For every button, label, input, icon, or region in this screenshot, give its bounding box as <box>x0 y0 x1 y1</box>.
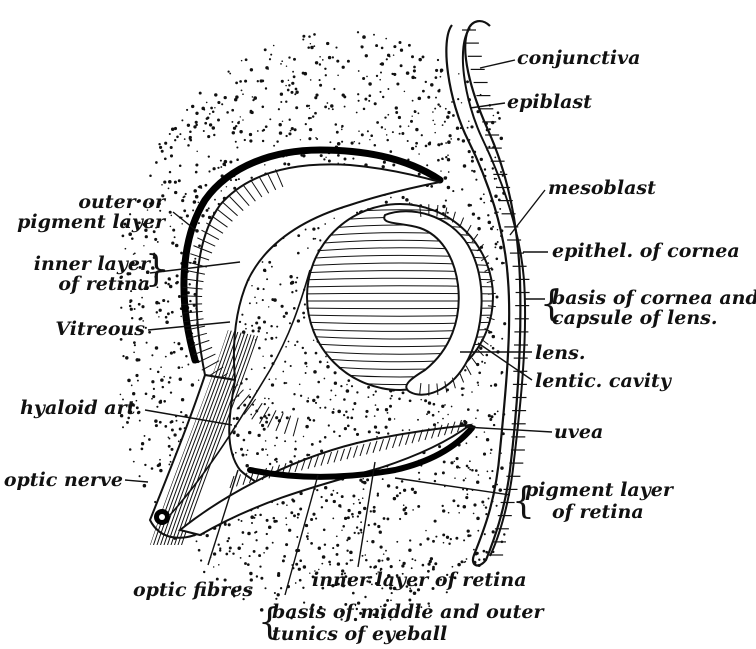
brace-basis-cornea: { <box>540 287 563 323</box>
label-outer-pigment-1: outer or <box>40 192 165 212</box>
label-mesoblast: mesoblast <box>548 178 656 198</box>
label-lens: lens. <box>535 343 585 363</box>
label-inner-retina-bottom: inner layer of retina <box>312 570 527 590</box>
label-pigment-retina-2: of retina <box>552 502 644 522</box>
label-pigment-retina-1: pigment layer <box>525 480 673 500</box>
label-epiblast: epiblast <box>507 92 592 112</box>
label-inner-retina-1: inner layer <box>10 254 150 274</box>
label-basis-cornea-1: basis of cornea and <box>552 288 756 308</box>
brace-pigment-retina: { <box>512 484 535 520</box>
label-inner-retina-2: of retina <box>10 274 150 294</box>
label-optic-nerve: optic nerve <box>0 470 123 490</box>
label-uvea: uvea <box>554 422 603 442</box>
label-basis-middle-2: tunics of eyeball <box>272 624 447 644</box>
label-lentic-cavity: lentic. cavity <box>535 371 671 391</box>
label-outer-pigment-2: pigment layer <box>10 212 165 232</box>
label-vitreous: Vitreous <box>10 319 145 339</box>
label-optic-fibres: optic fibres <box>133 580 253 600</box>
label-hyaloid: hyaloid art. <box>10 398 142 418</box>
brace-inner-retina: } <box>145 252 168 288</box>
label-basis-middle-1: basis of middle and outer <box>272 602 543 622</box>
label-epithel-cornea: epithel. of cornea <box>552 241 740 261</box>
label-conjunctiva: conjunctiva <box>517 48 640 68</box>
label-basis-cornea-2: capsule of lens. <box>552 308 718 328</box>
brace-basis-middle: { <box>258 605 281 641</box>
